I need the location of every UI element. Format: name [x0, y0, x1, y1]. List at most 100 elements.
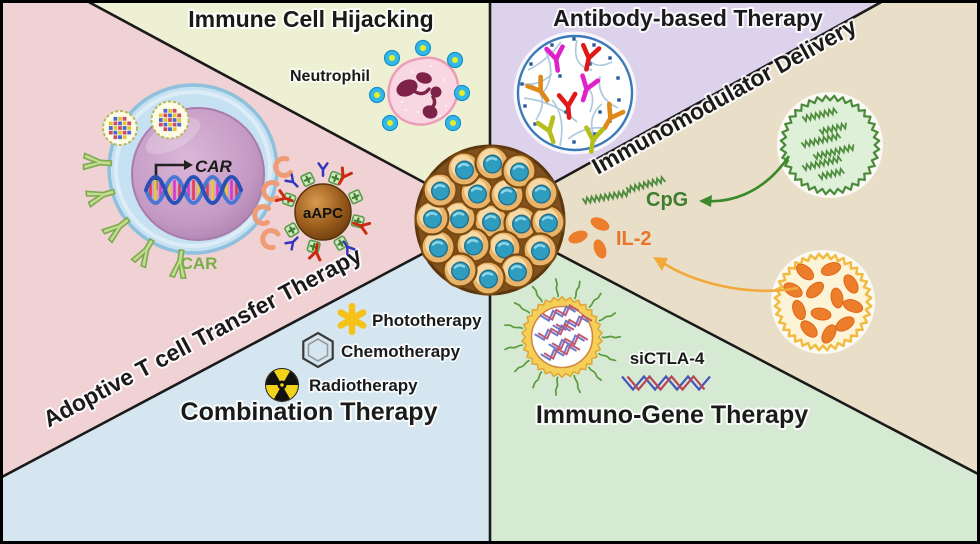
tumor-cell — [522, 232, 558, 268]
cpg-strand-icon — [625, 174, 667, 195]
network-node — [520, 82, 524, 86]
network-node — [572, 140, 576, 144]
car-receptor-icon — [130, 237, 155, 269]
il2-sphere-ovals — [783, 262, 864, 344]
il2-free-ovals — [568, 217, 610, 259]
radiotherapy-trefoil-icon — [265, 368, 299, 402]
cpg-sphere-illustration — [777, 92, 883, 198]
il2-molecule — [590, 217, 610, 231]
liposome-sirna — [534, 304, 593, 362]
cpg-strand-icon — [801, 106, 838, 124]
tcr-receptor-icon — [273, 155, 294, 178]
sirna-duplex-icon — [540, 343, 581, 362]
nanoparticles — [102, 100, 190, 146]
tumor-cell — [455, 227, 491, 263]
dna-strand — [144, 175, 243, 205]
dna-strand — [144, 175, 243, 205]
antibody-y-icon — [284, 173, 299, 188]
chemotherapy-benzene-icon — [302, 331, 334, 369]
sirna-duplex-icon — [539, 304, 580, 323]
network-node — [608, 56, 612, 60]
tumor-cell — [442, 252, 478, 288]
title-combination: Combination Therapy — [181, 398, 438, 426]
neutrophil-body — [387, 56, 460, 126]
checkered-nanoparticle-icon — [102, 110, 138, 146]
divider-line — [489, 0, 886, 220]
neutrophil-nucleus — [396, 72, 442, 119]
divider-line — [489, 216, 980, 477]
tumor-cells — [414, 145, 566, 296]
cpg-arrowhead — [699, 195, 712, 207]
antibody-y-icon — [342, 240, 356, 256]
peg-hair-icon — [587, 366, 603, 382]
il2-arrow — [659, 259, 799, 293]
antibody-y-icon — [584, 125, 605, 154]
antibody-y-icon — [580, 73, 601, 103]
peg-hair-icon — [573, 280, 581, 300]
mhc-peptide-icon — [348, 189, 364, 205]
il2-molecule — [830, 287, 844, 309]
t-cell-nucleus — [131, 107, 265, 241]
tumor-cell — [470, 260, 506, 296]
mhc-peptide-icon — [300, 171, 316, 187]
sirna-duplex-icon — [534, 323, 575, 342]
peg-hair-icon — [513, 301, 531, 314]
il2-molecule — [795, 263, 815, 281]
antibody-y-icon — [602, 101, 626, 131]
antibody-y-icon — [317, 162, 329, 178]
neutrophil-particles — [368, 39, 471, 132]
title-immuno-gene: Immuno-Gene Therapy — [536, 401, 808, 429]
peg-hair-icon — [504, 344, 524, 351]
phototherapy-asterisk-icon — [337, 302, 367, 336]
peg-hair-icon — [554, 376, 559, 397]
tumor-cell — [501, 153, 537, 189]
cpg-strand-icon — [817, 166, 845, 182]
peg-hair-icon — [531, 370, 543, 389]
chemotherapy-label: Chemotherapy — [341, 342, 461, 361]
peg-hair-icon — [588, 292, 602, 309]
cpg-free-strands — [581, 174, 667, 206]
tcr-receptor-icon — [252, 204, 272, 226]
antibody-y-icon — [535, 115, 556, 145]
peg-hair-icon — [554, 278, 560, 298]
tumor-cell — [420, 229, 456, 265]
car-receptors — [82, 152, 187, 279]
antibody-network-illustration — [513, 31, 637, 155]
antibody-y-icon — [544, 44, 565, 73]
car-receptor-icon — [85, 188, 116, 208]
il2-molecule — [593, 239, 607, 259]
peg-hair-icon — [597, 352, 617, 362]
phototherapy-label: Phototherapy — [372, 311, 482, 330]
radiotherapy-label: Radiotherapy — [309, 376, 418, 395]
il2-release: IL-2 — [568, 217, 799, 293]
network-node — [558, 74, 562, 78]
wedge-combination — [0, 218, 490, 544]
network-node — [529, 62, 533, 66]
network-node — [564, 110, 568, 114]
tumor-cell — [414, 200, 450, 236]
tumor-cell — [474, 145, 510, 181]
il2-sphere-halo — [771, 250, 875, 354]
il2-molecule — [842, 299, 864, 313]
network-node — [616, 76, 620, 80]
combination-icons: Phototherapy Chemotherapy Radiotherapy — [265, 302, 484, 402]
peg-hair-icon — [503, 323, 524, 330]
tumor-cell — [473, 203, 509, 239]
tcr-receptor-icon — [261, 180, 280, 202]
title-immune-cell-hijacking: Immune Cell Hijacking — [188, 6, 433, 32]
peg-hair-icon — [601, 335, 622, 339]
tumor-cell — [446, 151, 482, 187]
peg-hair-icon — [573, 374, 582, 394]
car-receptor-icon — [100, 216, 131, 244]
network-node — [523, 104, 527, 108]
il2-molecule — [821, 324, 837, 344]
sictla-zigzag — [621, 374, 711, 392]
network-node — [588, 62, 592, 66]
sictla-label: siCTLA-4 — [630, 349, 705, 368]
antibody-y-icon — [525, 74, 550, 103]
tumor-cell — [489, 177, 525, 213]
car-receptor-label: CAR — [181, 254, 218, 273]
cpg-sphere-halo — [777, 92, 883, 198]
title-antibody-based: Antibody-based Therapy — [553, 5, 823, 31]
